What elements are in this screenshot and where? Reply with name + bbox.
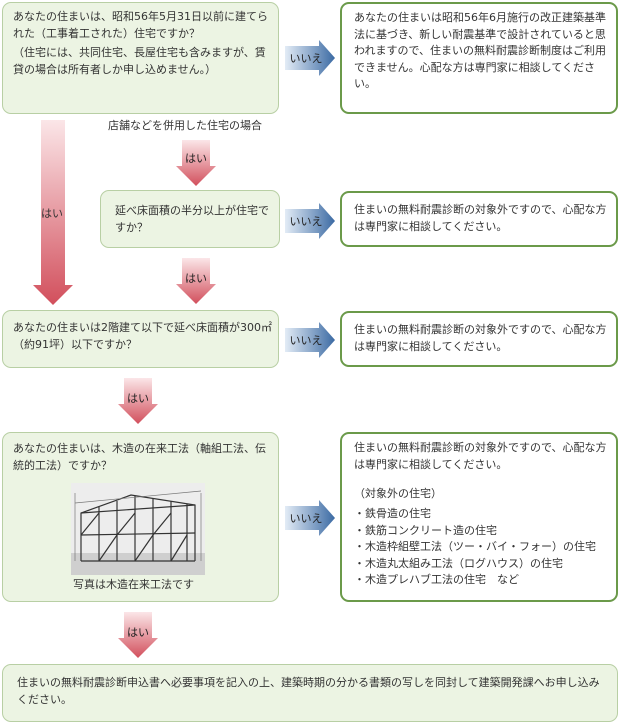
no-label-4: いいえ xyxy=(290,512,323,525)
question-3-box: あなたの住まいは2階建て以下で延べ床面積が300㎡（約91坪）以下ですか？ xyxy=(2,310,279,368)
answer-4-text: 住まいの無料耐震診断の対象外ですので、心配な方は専門家に相談してください。 xyxy=(354,441,607,471)
question-2-box: 延べ床面積の半分以上が住宅ですか？ xyxy=(100,190,280,248)
excluded-list-title: （対象外の住宅） xyxy=(354,487,442,500)
yes-label-3: はい xyxy=(127,392,149,405)
excluded-item: ・木造枠組壁工法（ツー・バイ・フォー）の住宅 xyxy=(354,540,596,553)
yes-arrow-1: はい xyxy=(176,140,216,186)
final-instruction-box: 住まいの無料耐震診断申込書へ必要事項を記入の上、建築時期の分かる書類の写しを同封… xyxy=(2,664,618,722)
yes-arrow-long xyxy=(33,120,73,305)
yes-label-4: はい xyxy=(127,626,149,639)
wooden-frame-house-photo xyxy=(71,483,205,575)
no-label-1: いいえ xyxy=(290,52,323,65)
answer-2-box: 住まいの無料耐震診断の対象外ですので、心配な方は専門家に相談してください。 xyxy=(340,191,618,247)
question-2-text: 延べ床面積の半分以上が住宅ですか？ xyxy=(115,204,269,234)
answer-1-box: あなたの住まいは昭和56年6月施行の改正建築基準法に基づき、新しい耐震基準で設計… xyxy=(340,2,618,114)
no-arrow-2: いいえ xyxy=(285,203,335,239)
excluded-item: ・鉄筋コンクリート造の住宅 xyxy=(354,523,497,537)
yes-label-1: はい xyxy=(185,152,207,165)
photo-caption: 写真は木造在来工法です xyxy=(73,578,194,591)
yes-label-2: はい xyxy=(185,272,207,285)
no-label-2: いいえ xyxy=(290,215,323,228)
excluded-list: ・鉄骨造の住宅 ・鉄筋コンクリート造の住宅 ・木造枠組壁工法（ツー・バイ・フォー… xyxy=(354,506,616,589)
no-arrow-4: いいえ xyxy=(285,500,335,536)
yes-arrow-4: はい xyxy=(118,612,158,658)
question-1-text: あなたの住まいは、昭和56年5月31日以前に建てられた（工事着工された）住宅です… xyxy=(13,10,268,40)
no-label-3: いいえ xyxy=(290,334,323,347)
excluded-item: ・木造プレハブ工法の住宅 など xyxy=(354,573,519,586)
answer-3-text: 住まいの無料耐震診断の対象外ですので、心配な方は専門家に相談してください。 xyxy=(354,323,607,353)
question-1-note: （住宅には、共同住宅、長屋住宅も含みますが、賃貸の場合は所有者しか申し込めません… xyxy=(13,46,266,76)
yes-label-long-text: はい xyxy=(41,207,63,220)
excluded-item: ・木造丸太組み工法（ログハウス）の住宅 xyxy=(354,556,563,570)
shop-note: 店舗などを併用した住宅の場合 xyxy=(108,119,262,132)
yes-arrow-2: はい xyxy=(176,258,216,304)
question-4-text: あなたの住まいは、木造の在来工法（軸組工法、伝統的工法）ですか？ xyxy=(13,442,266,472)
excluded-item: ・鉄骨造の住宅 xyxy=(354,507,431,520)
question-4-box: あなたの住まいは、木造の在来工法（軸組工法、伝統的工法）ですか？ 写真は木造在来… xyxy=(2,432,279,602)
final-instruction-text: 住まいの無料耐震診断申込書へ必要事項を記入の上、建築時期の分かる書類の写しを同封… xyxy=(17,676,600,706)
answer-1-text: あなたの住まいは昭和56年6月施行の改正建築基準法に基づき、新しい耐震基準で設計… xyxy=(354,11,607,90)
yes-arrow-3: はい xyxy=(118,378,158,424)
answer-4-box: 住まいの無料耐震診断の対象外ですので、心配な方は専門家に相談してください。 （対… xyxy=(340,432,618,602)
question-1-box: あなたの住まいは、昭和56年5月31日以前に建てられた（工事着工された）住宅です… xyxy=(2,2,279,114)
answer-3-box: 住まいの無料耐震診断の対象外ですので、心配な方は専門家に相談してください。 xyxy=(340,311,618,367)
no-arrow-3: いいえ xyxy=(285,322,335,358)
question-3-text: あなたの住まいは2階建て以下で延べ床面積が300㎡（約91坪）以下ですか？ xyxy=(13,321,272,351)
no-arrow-1: いいえ xyxy=(285,40,335,76)
answer-2-text: 住まいの無料耐震診断の対象外ですので、心配な方は専門家に相談してください。 xyxy=(354,203,607,233)
